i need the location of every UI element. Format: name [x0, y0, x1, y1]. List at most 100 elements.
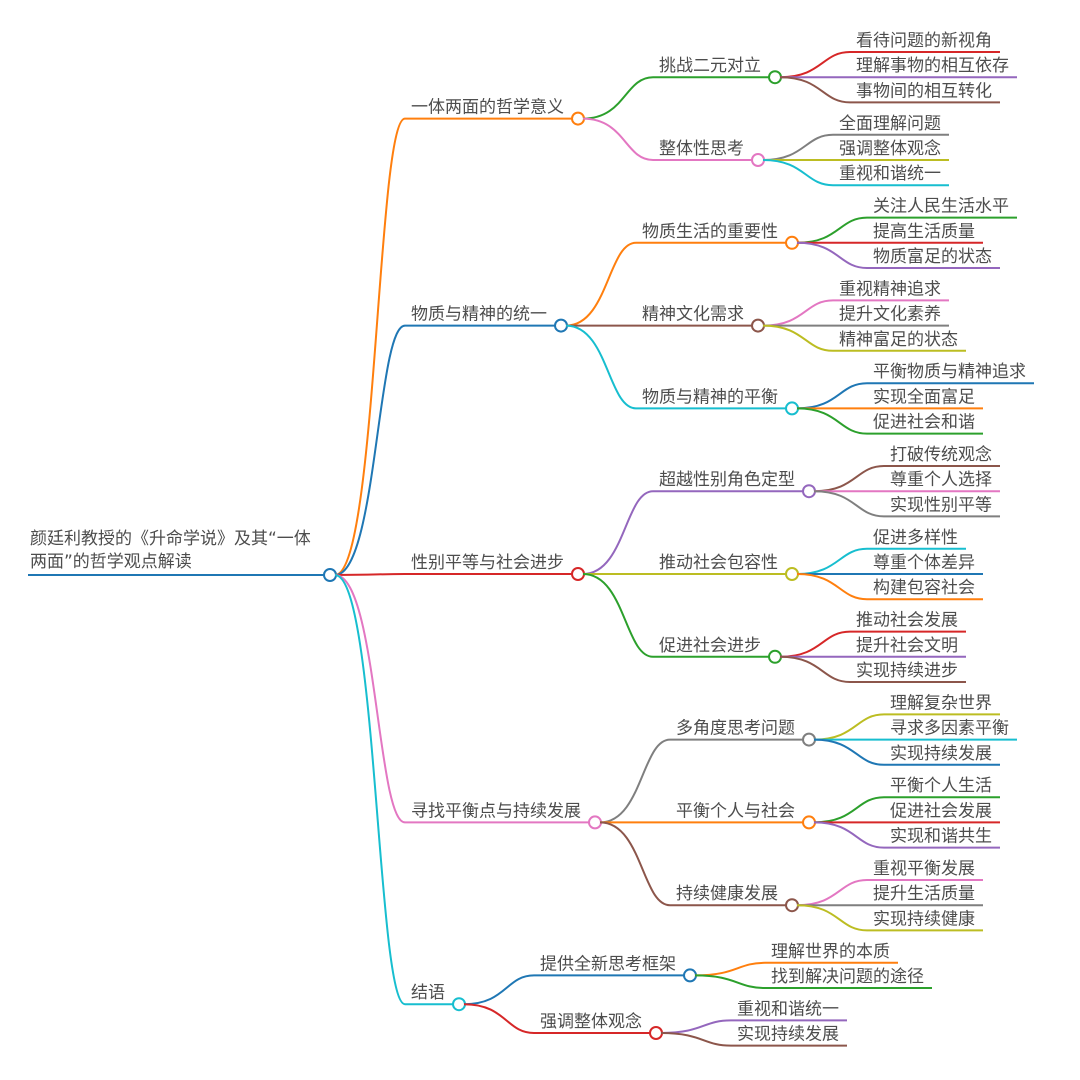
mindmap-leaf-node: 实现性别平等: [813, 490, 1000, 518]
collapse-toggle-circle[interactable]: [751, 318, 765, 333]
branch-link: [565, 241, 637, 327]
node-label: 促进社会发展: [890, 801, 992, 821]
mindmap-node: 整体性思考: [582, 117, 765, 167]
root-label-line2: 两面”的哲学观点解读: [30, 552, 192, 572]
mindmap-leaf-node: 实现持续进步: [779, 655, 966, 683]
branch-link: [796, 547, 868, 575]
node-label: 实现持续发展: [737, 1025, 839, 1045]
node-label: 结语: [411, 983, 445, 1003]
branch-link: [796, 573, 868, 601]
mindmap-leaf-node: 理解复杂世界: [813, 693, 1000, 741]
node-label: 整体性思考: [659, 139, 744, 159]
mindmap-leaf-node: 重视和谐统一: [762, 159, 949, 187]
branch-link: [762, 324, 834, 352]
node-label: 理解事物的相互依存: [856, 56, 1009, 76]
node-label: 实现性别平等: [890, 495, 992, 515]
branch-link: [779, 655, 851, 683]
collapse-toggle-circle[interactable]: [751, 153, 765, 167]
mindmap-node: 强调整体观念: [463, 1003, 663, 1040]
mindmap-leaf-node: 实现持续发展: [660, 1025, 847, 1047]
node-label: 多角度思考问题: [676, 719, 795, 739]
branch-link: [796, 879, 868, 907]
collapse-toggle-circle[interactable]: [802, 484, 816, 499]
node-label: 挑战二元对立: [659, 56, 761, 76]
node-label: 平衡物质与精神追求: [873, 362, 1026, 382]
collapse-toggle-circle[interactable]: [649, 1026, 663, 1040]
node-label: 强调整体观念: [839, 138, 941, 159]
mindmap-leaf-node: 促进社会发展: [814, 801, 1000, 824]
mindmap-node: 提供全新思考框架: [463, 954, 697, 1006]
node-label: 物质与精神的平衡: [642, 387, 778, 407]
node-label: 实现持续健康: [873, 909, 975, 929]
mindmap-leaf-node: 找到解决问题的途径: [694, 967, 932, 989]
mindmap-leaf-node: 提升文化素养: [762, 305, 949, 327]
collapse-toggle-circle[interactable]: [785, 235, 799, 250]
node-label: 推动社会发展: [856, 611, 958, 631]
collapse-toggle-circle[interactable]: [768, 649, 782, 664]
node-label: 看待问题的新视角: [856, 31, 992, 51]
mindmap-leaf-node: 理解世界的本质: [694, 942, 898, 977]
mindmap-node: 促进社会进步: [582, 573, 782, 664]
mindmap-leaf-node: 实现持续发展: [813, 738, 1000, 766]
node-label: 精神文化需求: [642, 305, 744, 325]
node-label: 尊重个人选择: [890, 470, 992, 490]
mindmap-node: 挑战二元对立: [582, 56, 782, 120]
node-label: 提高生活质量: [873, 222, 975, 242]
node-label: 平衡个人生活: [890, 776, 992, 796]
collapse-toggle-circle[interactable]: [554, 318, 568, 333]
mindmap-node: 物质生活的重要性: [565, 222, 799, 327]
collapse-toggle-circle[interactable]: [785, 401, 799, 416]
collapse-toggle-circle[interactable]: [785, 898, 799, 913]
node-label: 关注人民生活水平: [873, 197, 1009, 217]
node-label: 尊重个体差异: [873, 553, 975, 573]
collapse-toggle-circle[interactable]: [802, 732, 816, 747]
root-label-line1: 颜廷利教授的《升命学说》及其“一体: [30, 529, 311, 549]
mindmap-leaf-node: 实现和谐共生: [813, 821, 1000, 849]
branch-link: [796, 241, 868, 269]
mindmap-leaf-node: 平衡个人生活: [813, 776, 1000, 824]
collapse-toggle-circle[interactable]: [683, 968, 697, 983]
branch-link: [582, 573, 654, 658]
branch-link: [762, 133, 834, 161]
node-label: 找到解决问题的途径: [771, 967, 924, 987]
mindmap-node: 持续健康发展: [599, 821, 799, 913]
node-label: 提升生活质量: [873, 884, 975, 904]
branch-link: [334, 574, 406, 824]
mindmap-leaf-node: 精神富足的状态: [762, 324, 966, 352]
branch-link: [813, 796, 885, 824]
node-label: 构建包容社会: [873, 578, 975, 598]
branch-link: [463, 1003, 535, 1034]
node-label: 性别平等与社会进步: [411, 553, 564, 573]
node-label: 物质与精神的统一: [411, 305, 547, 325]
node-label: 全面理解问题: [839, 114, 941, 134]
collapse-toggle-circle[interactable]: [571, 111, 585, 126]
collapse-toggle-circle[interactable]: [571, 567, 585, 581]
collapse-toggle-circle[interactable]: [768, 70, 782, 85]
branch-link: [334, 117, 406, 576]
branch-link: [565, 324, 637, 410]
mindmap-node: 多角度思考问题: [599, 719, 816, 824]
node-label: 精神富足的状态: [839, 330, 958, 350]
node-label: 平衡个人与社会: [676, 801, 795, 821]
collapse-toggle-circle[interactable]: [452, 997, 466, 1012]
node-label: 寻找平衡点与持续发展: [411, 801, 581, 821]
mindmap-node: 精神文化需求: [565, 305, 765, 333]
node-label: 重视和谐统一: [737, 999, 839, 1019]
branch-link: [813, 713, 885, 741]
mindmap-node: 一体两面的哲学意义: [334, 98, 585, 576]
branch-link: [796, 382, 868, 410]
collapse-toggle-circle[interactable]: [785, 567, 799, 581]
node-label: 一体两面的哲学意义: [411, 98, 564, 118]
collapse-toggle-circle[interactable]: [588, 815, 602, 830]
mindmap-leaf-node: 实现全面富足: [797, 387, 983, 410]
node-label: 理解世界的本质: [771, 942, 890, 962]
node-label: 提升社会文明: [856, 636, 958, 656]
node-label: 实现全面富足: [873, 387, 975, 407]
collapse-toggle-circle[interactable]: [323, 568, 337, 582]
mindmap-node: 寻找平衡点与持续发展: [334, 574, 602, 830]
node-label: 促进多样性: [873, 528, 958, 548]
collapse-toggle-circle[interactable]: [802, 815, 816, 830]
branch-link: [813, 490, 885, 518]
